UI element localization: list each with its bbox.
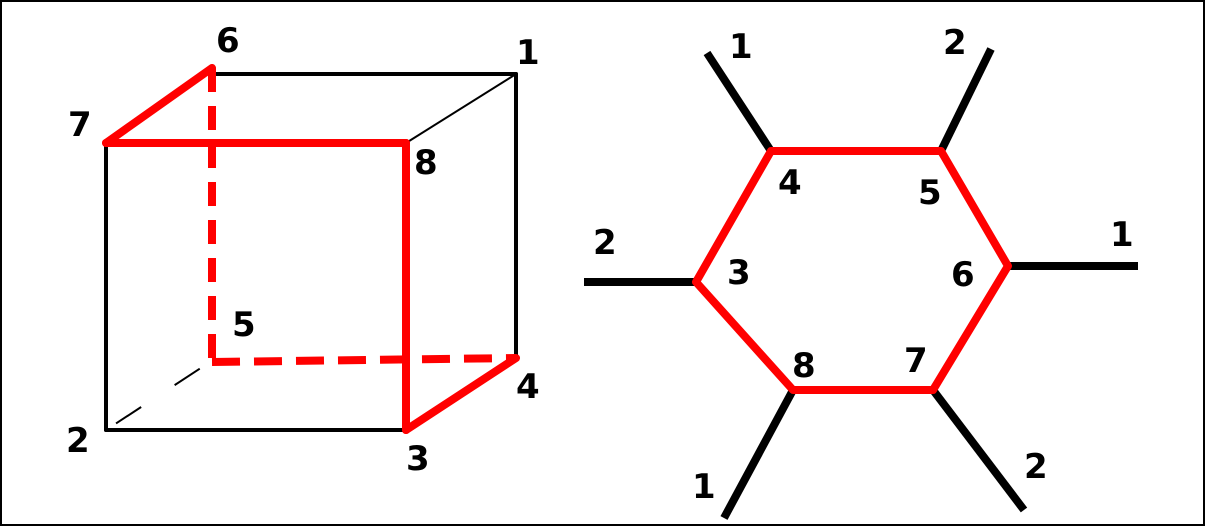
cube-edge-2-5-hidden xyxy=(105,361,211,431)
stub-label-4: 1 xyxy=(729,27,753,67)
hexagon-red-cycle xyxy=(692,147,1012,394)
cube-black-edges xyxy=(104,72,518,432)
stub-label-6: 1 xyxy=(1110,215,1134,255)
cube-graph: 1 2 3 4 5 6 7 8 xyxy=(66,21,540,479)
stub-4 xyxy=(703,50,775,154)
cube-label-4: 4 xyxy=(516,367,540,407)
hex-label-6: 6 xyxy=(951,255,975,295)
cube-label-6: 6 xyxy=(216,21,240,61)
cube-red-cycle xyxy=(102,64,520,434)
hex-label-3: 3 xyxy=(727,253,751,293)
cube-label-1: 1 xyxy=(516,33,540,73)
hex-label-7: 7 xyxy=(904,341,928,381)
cube-cycle-5-4 xyxy=(211,354,517,366)
cube-label-7: 7 xyxy=(68,105,92,145)
stub-8 xyxy=(720,388,797,520)
cube-label-3: 3 xyxy=(406,439,430,479)
cube-label-8: 8 xyxy=(414,143,438,183)
stub-5 xyxy=(937,47,995,153)
stub-label-5: 2 xyxy=(943,23,967,63)
hex-label-4: 4 xyxy=(778,163,802,203)
hexagon-graph: 4 5 6 7 8 3 1 2 1 2 1 2 xyxy=(584,23,1138,520)
hex-label-5: 5 xyxy=(918,173,942,213)
cube-edge-8-1 xyxy=(405,73,517,144)
hexagon-stubs xyxy=(584,47,1138,520)
hex-label-8: 8 xyxy=(792,346,816,386)
cube-label-5: 5 xyxy=(232,305,256,345)
cube-cycle-7-6 xyxy=(102,64,216,147)
cube-red-dashed xyxy=(208,68,517,366)
cube-label-2: 2 xyxy=(66,421,90,461)
cube-cycle-3-4 xyxy=(402,354,520,434)
stub-label-7: 2 xyxy=(1024,447,1048,487)
stub-label-8: 1 xyxy=(692,467,716,507)
stub-label-3: 2 xyxy=(593,223,617,263)
stub-7 xyxy=(929,387,1028,513)
